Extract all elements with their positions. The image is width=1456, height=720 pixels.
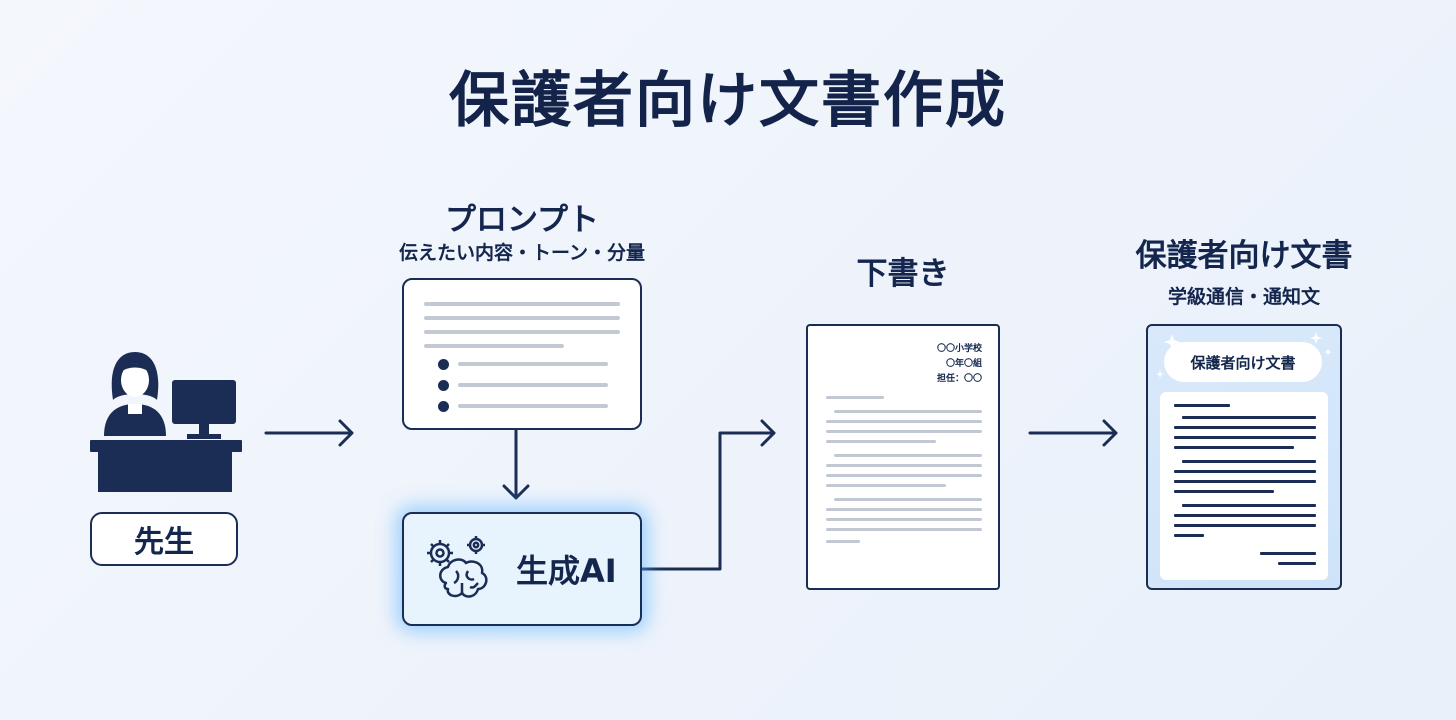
diagram-title: 保護者向け文書作成 (449, 66, 1007, 136)
draft-header-school: 〇〇小学校 (936, 344, 982, 354)
final-banner: 保護者向け文書 (1164, 342, 1322, 382)
sparkle-icon (1156, 332, 1332, 378)
draft-document: 〇〇小学校 〇年〇組 担任：〇〇 (806, 324, 1000, 590)
generative-ai-box: 生成AI (402, 512, 642, 626)
final-subtitle: 学級通信・通知文 (1167, 286, 1320, 308)
draft-header-teacher: 担任：〇〇 (936, 374, 982, 384)
final-title: 保護者向け文書 (1135, 238, 1353, 274)
generative-ai-label: 生成AI (516, 552, 617, 590)
arrow-ai-to-draft (640, 419, 776, 571)
arrow-prompt-to-ai (502, 428, 530, 500)
prompt-subtitle: 伝えたい内容・トーン・分量 (398, 242, 646, 264)
final-document: 保護者向け文書 (1146, 324, 1342, 590)
draft-header: 〇〇小学校 〇年〇組 担任：〇〇 (937, 342, 982, 387)
prompt-title: プロンプト (444, 202, 600, 238)
arrow-draft-to-final (1028, 419, 1118, 447)
draft-header-class: 〇年〇組 (945, 359, 982, 369)
teacher-label: 先生 (90, 512, 238, 566)
prompt-card (402, 278, 642, 430)
brain-gears-icon (427, 536, 488, 598)
arrow-teacher-to-prompt (264, 419, 354, 447)
draft-title: 下書き (856, 256, 950, 292)
final-paper (1160, 392, 1328, 580)
